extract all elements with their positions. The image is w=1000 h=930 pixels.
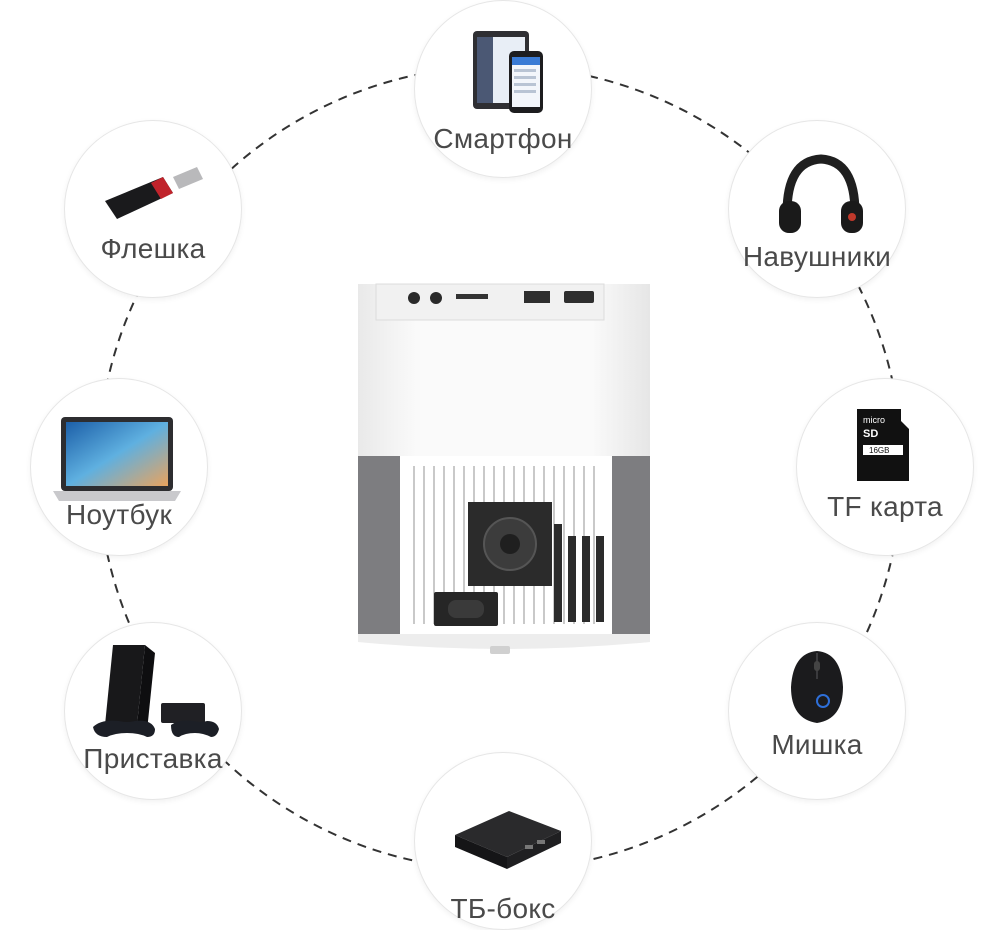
smartphone-label: Смартфон — [433, 123, 573, 154]
node-tv-box: ТБ-бокс — [414, 752, 592, 930]
projector-icon — [348, 274, 652, 664]
console-icon — [93, 645, 219, 737]
node-laptop: Ноутбук — [30, 378, 208, 556]
headphones-label: Навушники — [742, 241, 892, 272]
svg-text:16GB: 16GB — [869, 446, 889, 455]
mouse-icon — [791, 651, 843, 723]
laptop-icon — [53, 417, 181, 501]
node-flash-drive: Флешка — [64, 120, 242, 298]
node-headphones: Навушники — [728, 120, 906, 298]
tf-card-icon: micro SD 16GB — [857, 409, 909, 481]
tf-card-label: TF карта — [827, 491, 943, 522]
node-console: Приставка — [64, 622, 242, 800]
headphones-icon — [779, 154, 863, 233]
node-smartphone: Смартфон — [414, 0, 592, 178]
console-label: Приставка — [83, 743, 223, 774]
flash-drive-label: Флешка — [100, 233, 206, 264]
svg-text:SD: SD — [863, 428, 878, 440]
svg-text:micro: micro — [863, 415, 885, 425]
laptop-label: Ноутбук — [65, 499, 173, 530]
flash-drive-icon — [105, 167, 203, 219]
node-mouse: Мишка — [728, 622, 906, 800]
mouse-label: Мишка — [771, 729, 863, 760]
smartphone-icon — [473, 31, 543, 113]
tv-box-label: ТБ-бокс — [450, 893, 556, 924]
node-tf-card: micro SD 16GB TF карта — [796, 378, 974, 556]
tv-box-icon — [455, 811, 561, 869]
